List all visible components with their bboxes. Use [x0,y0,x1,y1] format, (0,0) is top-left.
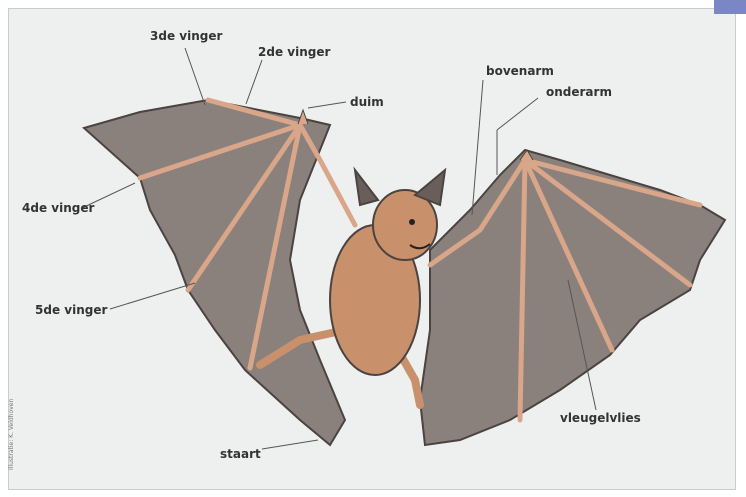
illustration-credit: Illustratie: K. Veldhoven [8,399,15,470]
left-ear [355,170,378,205]
label-4de-vinger: 4de vinger [22,201,94,215]
label-bovenarm: bovenarm [486,64,554,78]
label-vleugelvlies: vleugelvlies [560,411,641,425]
bat-eye [409,219,415,225]
label-2de-vinger: 2de vinger [258,45,330,59]
label-5de-vinger: 5de vinger [35,303,107,317]
label-staart: staart [220,447,261,461]
label-3de-vinger: 3de vinger [150,29,222,43]
label-onderarm: onderarm [546,85,612,99]
label-duim: duim [350,95,384,109]
